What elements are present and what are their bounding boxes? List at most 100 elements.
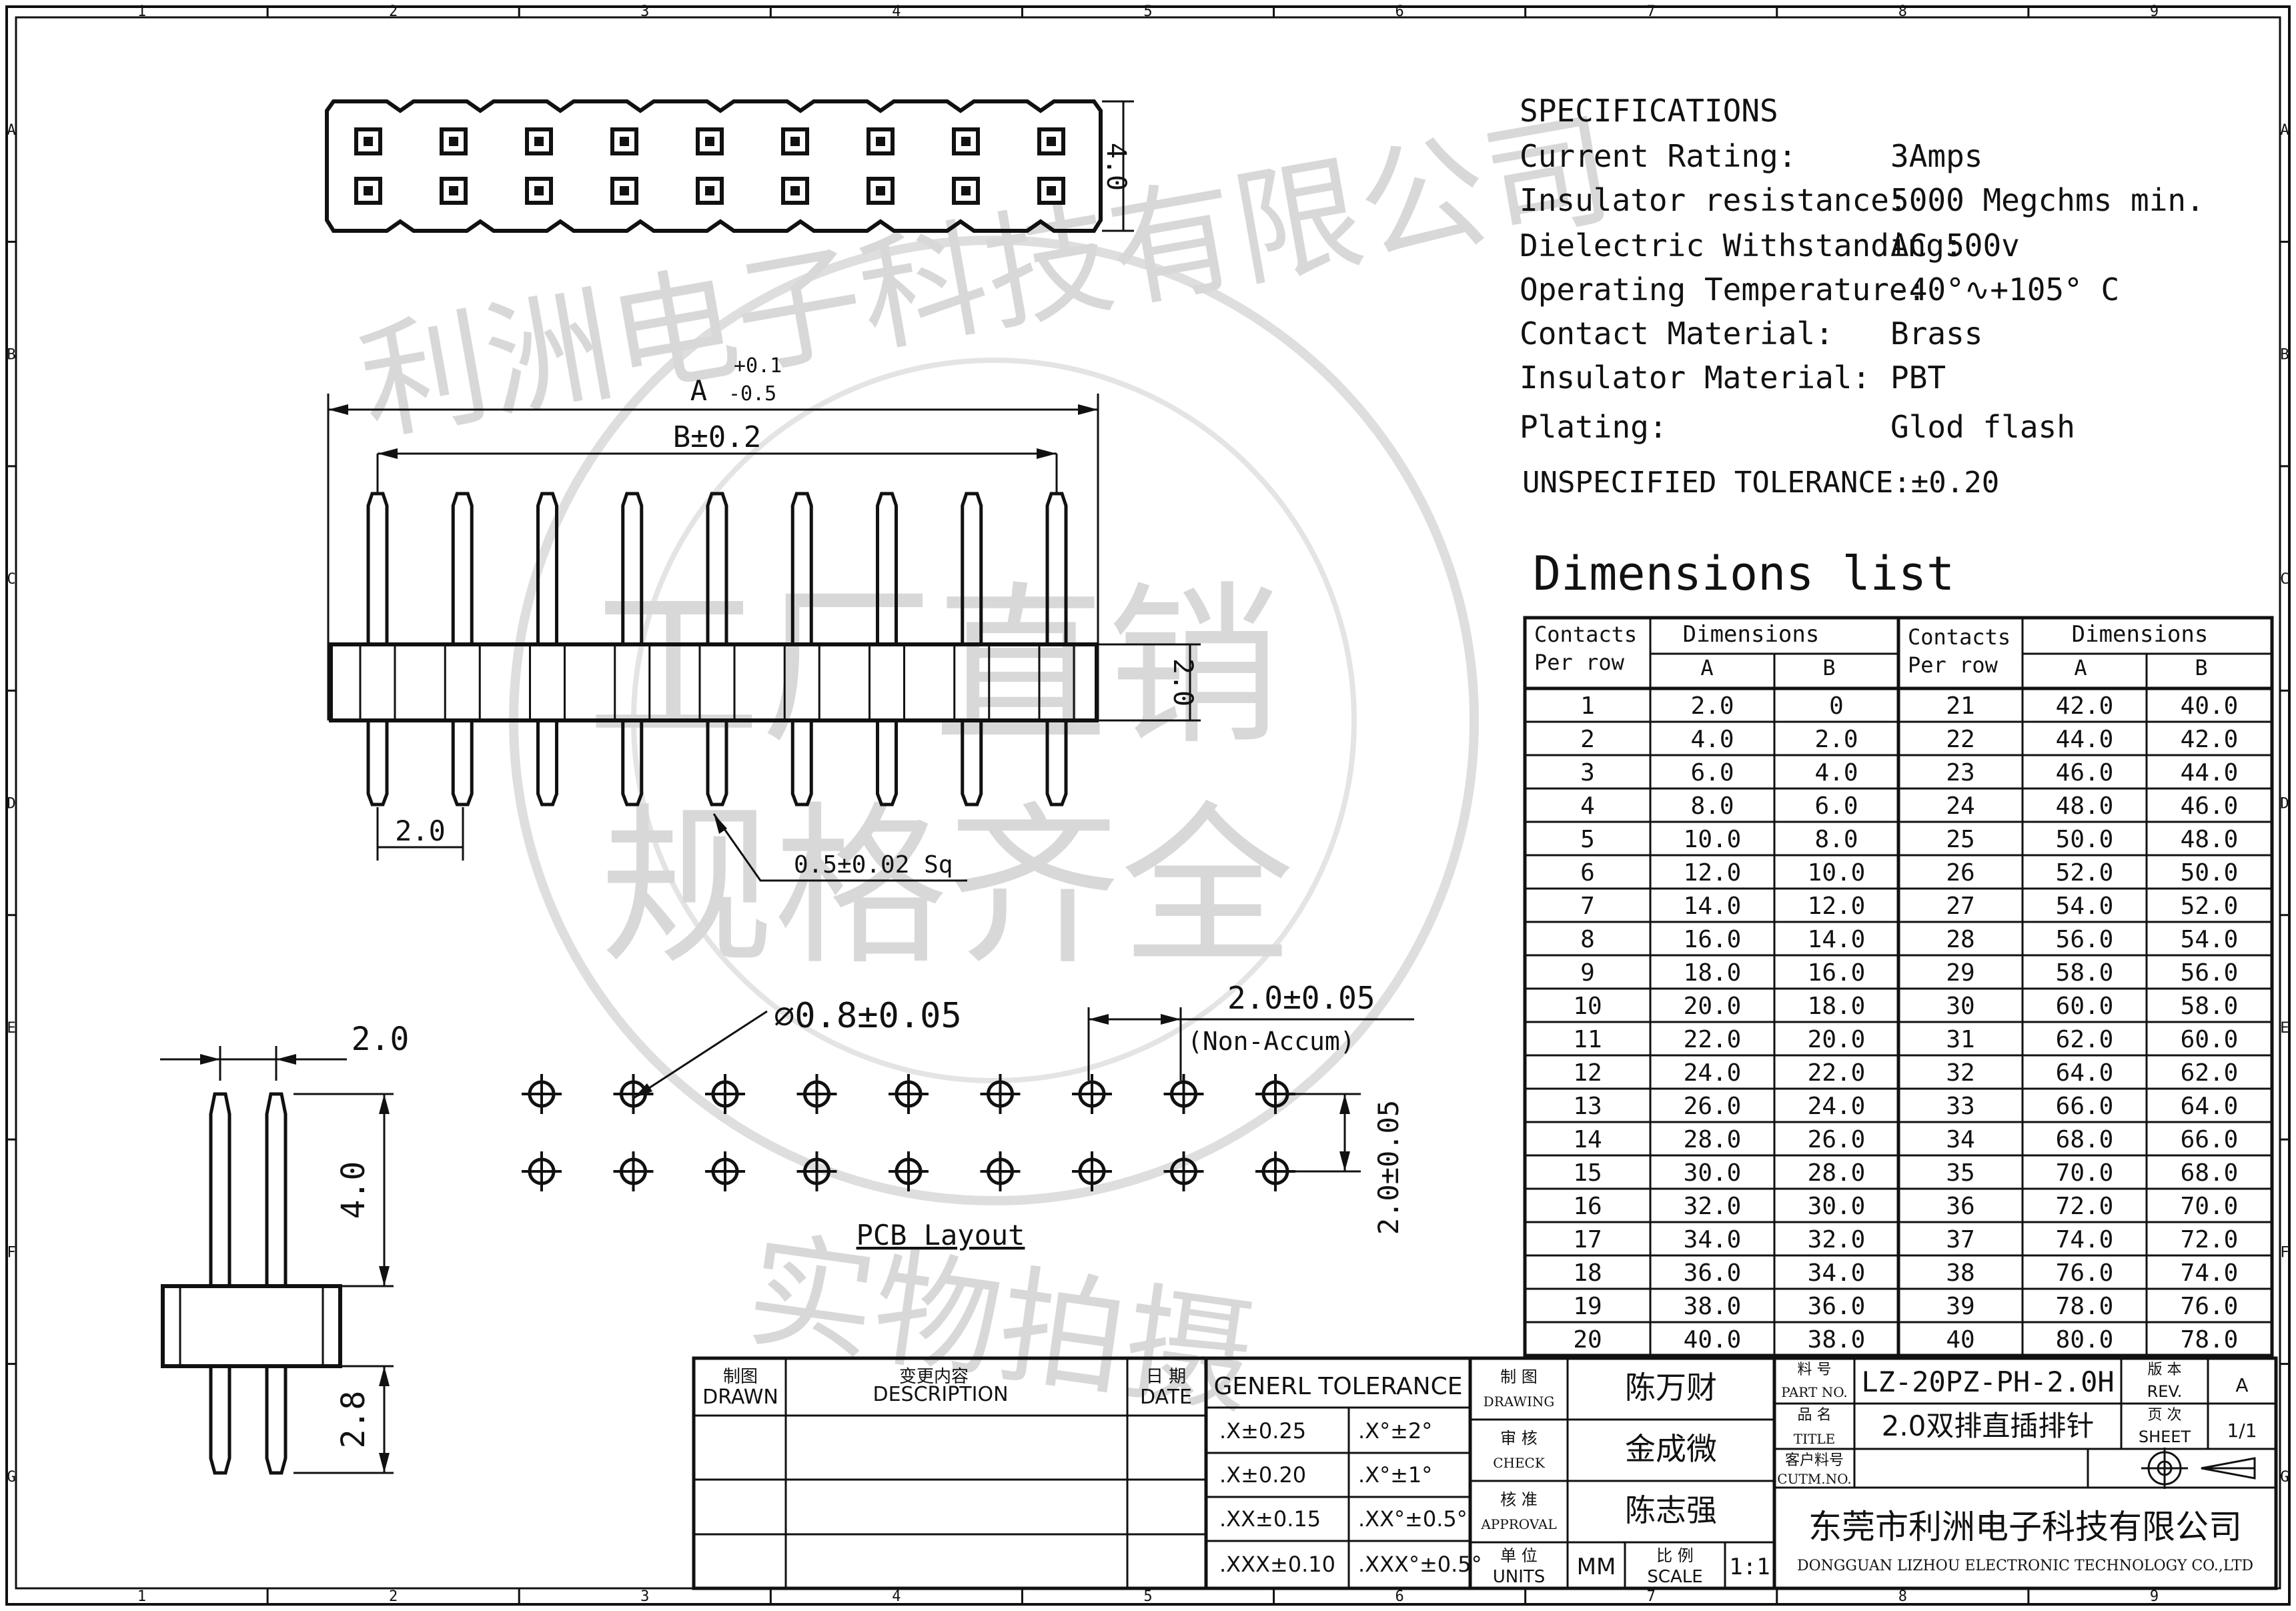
side-dim-lower: 2.8 [335,1391,372,1449]
table-cell-contacts: 19 [1573,1293,1602,1320]
rev-en: REV. [2147,1382,2183,1401]
table-cell-a: 68.0 [2056,1126,2114,1153]
top-view-pin-core [620,137,629,146]
head-b-right: B [2195,655,2207,680]
table-cell-a: 52.0 [2056,859,2114,887]
table-cell-b: 62.0 [2181,1059,2239,1087]
tolerance-angular: .XXX°±0.5° [1358,1552,1482,1577]
table-cell-a: 50.0 [2056,826,2114,853]
table-cell-contacts: 24 [1946,792,1974,820]
spec-value: PBT [1890,360,1946,396]
table-cell-b: 40.0 [2181,692,2239,720]
table-cell-a: 20.0 [1684,993,1742,1020]
pcb-row-spacing: 2.0±0.05 [1372,1100,1405,1235]
table-cell-a: 30.0 [1684,1159,1742,1187]
top-view-pin-core [961,137,971,146]
pcb-caption: PCB Layout [856,1219,1025,1251]
pcb-pitch-note: (Non-Accum) [1187,1027,1355,1056]
tolerance-linear: .X±0.25 [1219,1418,1306,1444]
top-view-pin-core [790,137,800,146]
head-b-left: B [1822,655,1835,680]
table-cell-contacts: 6 [1580,859,1595,887]
date-en: DATE [1140,1386,1192,1409]
table-cell-a: 66.0 [2056,1093,2114,1120]
drawn-cn: 制图 [723,1367,758,1387]
table-cell-a: 24.0 [1684,1059,1742,1087]
frame-col-label-top: 6 [1395,3,1403,20]
desc-cn: 变更内容 [899,1367,969,1387]
top-view-pin-core [534,186,544,195]
company-cn: 东莞市利洲电子科技有限公司 [1808,1508,2242,1546]
spec-heading: SPECIFICATIONS [1520,93,1778,129]
table-cell-b: 58.0 [2181,993,2239,1020]
top-view-pin [952,177,980,205]
table-cell-contacts: 12 [1573,1059,1602,1087]
drawing-name: 陈万财 [1625,1370,1717,1406]
frame-col-label-bottom: 3 [640,1588,649,1605]
top-view-pin-core [1047,137,1056,146]
head-contacts-left-2: Per row [1534,650,1625,675]
frame-col-label-top: 7 [1647,3,1656,20]
table-cell-contacts: 33 [1946,1093,1974,1120]
frame-col-label-top: 9 [2150,3,2159,20]
rev-value: A [2235,1374,2248,1396]
front-view-pin [536,492,558,807]
top-view-pin [440,177,468,205]
hole-callout: ⌀0.8±0.05 [774,996,962,1036]
table-cell-b: 34.0 [1808,1259,1866,1287]
table-cell-contacts: 36 [1946,1193,1974,1220]
table-cell-contacts: 22 [1946,726,1974,753]
part-value: LZ-20PZ-PH-2.0H [1861,1366,2114,1398]
top-view-pin-core [620,186,629,195]
top-view-pin-core [449,137,458,146]
table-cell-a: 18.0 [1684,959,1742,987]
table-cell-a: 34.0 [1684,1226,1742,1253]
head-dimensions-left: Dimensions [1683,621,1820,648]
frame-col-label-top: 5 [1143,3,1152,20]
dim-b: B±0.2 [673,420,761,454]
frame-zone-ticks [7,7,2289,1604]
table-cell-contacts: 2 [1580,726,1595,753]
table-cell-a: 56.0 [2056,926,2114,953]
table-cell-a: 8.0 [1690,792,1734,820]
approval-cn: 核 准 [1500,1490,1538,1509]
table-cell-b: 48.0 [2181,826,2239,853]
table-cell-a: 26.0 [1684,1093,1742,1120]
frame-col-label-top: 3 [640,3,649,20]
units-value: MM [1577,1554,1616,1580]
table-cell-contacts: 4 [1580,792,1595,820]
front-view-pin [451,492,474,807]
tolerance-angular: .X°±1° [1358,1462,1432,1488]
top-view-pin-core [876,137,885,146]
table-cell-b: 54.0 [2181,926,2239,953]
table-cell-a: 70.0 [2056,1159,2114,1187]
table-cell-a: 62.0 [2056,1026,2114,1053]
top-view-height-dim: 4.0 [1101,143,1131,191]
table-cell-contacts: 29 [1946,959,1974,987]
table-cell-a: 54.0 [2056,893,2114,920]
frame-col-label-top: 2 [389,3,398,20]
head-a-right: A [2074,655,2087,680]
table-cell-b: 30.0 [1808,1193,1866,1220]
frame-col-label-bottom: 2 [389,1588,398,1605]
table-cell-contacts: 16 [1573,1193,1602,1220]
table-cell-b: 70.0 [2181,1193,2239,1220]
side-view-pin [265,1092,288,1475]
table-cell-b: 28.0 [1808,1159,1866,1187]
frame-col-label-bottom: 8 [1898,1588,1907,1605]
top-view-pin [781,177,809,205]
table-cell-contacts: 34 [1946,1126,1974,1153]
watermark-line-2: 工厂直销 [587,567,1281,768]
top-view-pin-core [364,137,373,146]
pin-size-callout: 0.5±0.02 Sq [794,851,953,879]
sheet-value: 1/1 [2227,1420,2257,1442]
table-cell-b: 0 [1829,692,1844,720]
top-view: 4.0 [325,99,1134,233]
spec-value: -40°∿+105° C [1890,272,2119,308]
table-cell-contacts: 28 [1946,926,1974,953]
table-cell-contacts: 5 [1580,826,1595,853]
spec-label: Insulator Material: [1520,360,1870,396]
table-cell-a: 2.0 [1690,692,1734,720]
spec-label: Plating: [1520,409,1668,445]
